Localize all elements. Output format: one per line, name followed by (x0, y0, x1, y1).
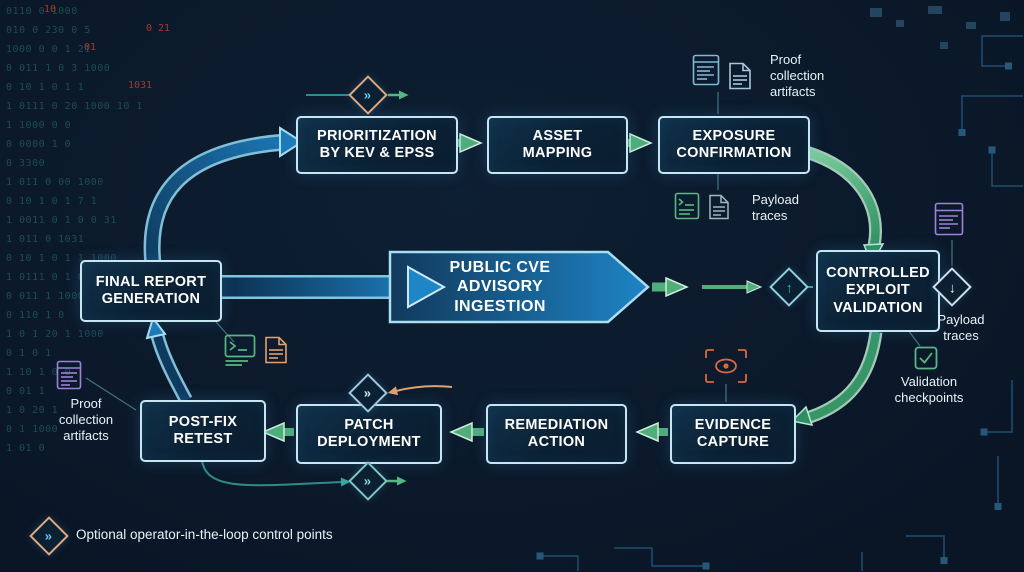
binary-red-digit: 01 (84, 42, 97, 53)
terminal-icon (224, 334, 256, 366)
chevron-icon: » (364, 87, 372, 103)
node-evidence-capture: EVIDENCE CAPTURE (670, 404, 796, 464)
binary-background-texture: 0110 0 1000 010 0 230 0 5 1000 0 0 1 21 … (6, 6, 143, 454)
node-cve-ingestion: PUBLIC CVE ADVISORY INGESTION (449, 259, 551, 315)
chevron-icon: » (45, 528, 53, 544)
annotation-payload-traces-mid: Payload traces (752, 192, 799, 223)
node-postfix-retest: POST-FIX RETEST (140, 400, 266, 462)
node-exploit-validation: CONTROLLED EXPLOIT VALIDATION (816, 250, 940, 332)
arrow-down-icon: ↓ (948, 279, 956, 295)
document-icon (264, 336, 288, 364)
binary-red-digit: 0 21 (146, 23, 171, 34)
document-icon (708, 194, 730, 220)
node-final-report: FINAL REPORT GENERATION (80, 260, 222, 322)
terminal-document-icon (674, 192, 700, 220)
annotation-proof-collection-top: Proof collection artifacts (770, 52, 825, 99)
annotation-proof-collection-left: Proof collection artifacts (58, 396, 114, 443)
browser-window-icon (692, 54, 720, 86)
chevron-icon: » (364, 385, 372, 401)
node-remediation-action: REMEDIATION ACTION (486, 404, 627, 464)
document-icon (728, 62, 752, 90)
annotation-payload-traces-right: Payload traces (937, 312, 985, 343)
node-exposure-confirmation: EXPOSURE CONFIRMATION (658, 116, 810, 174)
binary-red-digit: 1031 (128, 80, 153, 91)
node-prioritization: PRIORITIZATION BY KEV & EPSS (296, 116, 458, 174)
checkbox-check-icon (914, 346, 938, 370)
binary-red-digit: 10 (44, 4, 57, 15)
document-icon (56, 360, 82, 390)
node-asset-mapping: ASSET MAPPING (487, 116, 628, 174)
arrow-up-icon: ↑ (785, 279, 793, 295)
browser-window-icon (934, 202, 964, 236)
node-patch-deployment: PATCH DEPLOYMENT (296, 404, 442, 464)
capture-eye-icon (704, 348, 748, 384)
chevron-icon: » (364, 473, 372, 489)
legend-label: Optional operator-in-the-loop control po… (76, 527, 333, 542)
annotation-validation-checkpoints: Validation checkpoints (894, 374, 964, 405)
